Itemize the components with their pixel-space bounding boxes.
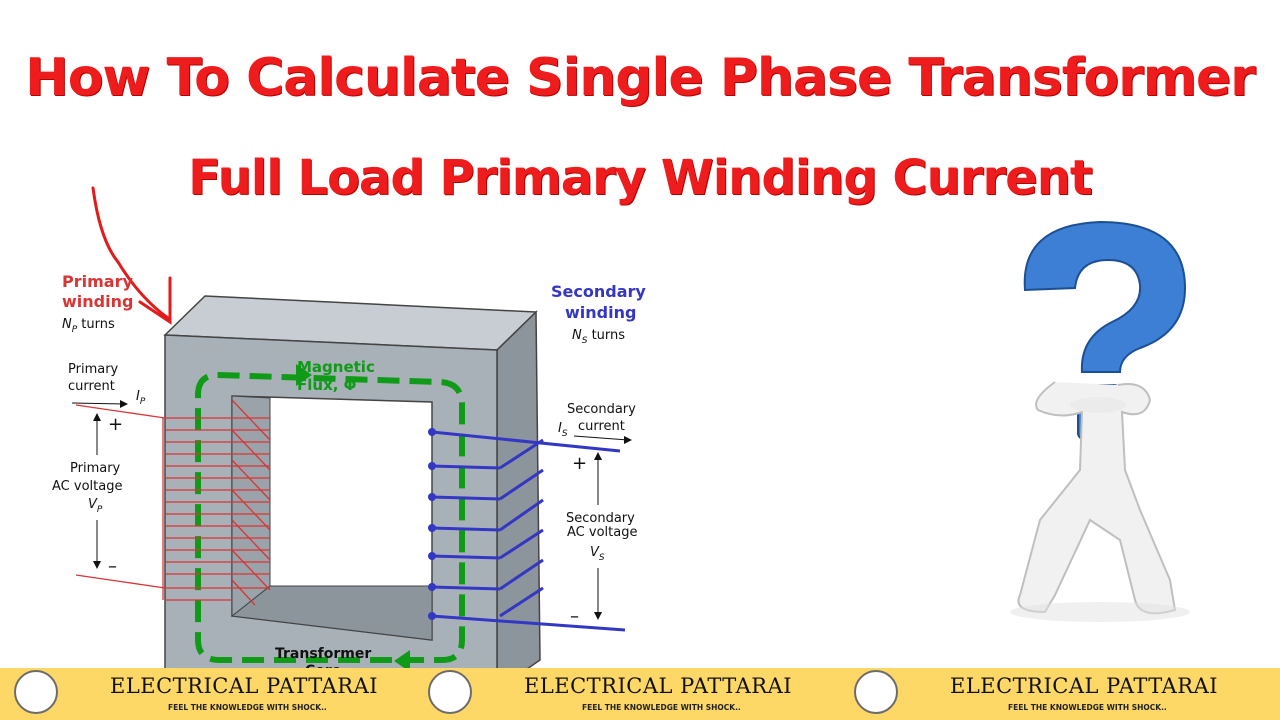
primary-voltage-arrow-icon — [93, 413, 101, 421]
brand-logo-icon — [428, 670, 472, 714]
question-mark-figure — [1010, 220, 1190, 622]
secondary-voltage-arrow-icon — [594, 452, 602, 460]
secondary-current-label: Secondary — [567, 402, 636, 417]
magnetic-flux-path — [195, 371, 465, 663]
red-arrow-annotation — [91, 186, 172, 325]
primary-current-label: current — [68, 379, 115, 394]
stick-figure-icon — [1017, 381, 1177, 615]
primary-turns-label: NP turns — [62, 317, 115, 335]
primary-current-arrow-icon — [120, 400, 128, 408]
secondary-current-arrow-icon — [573, 435, 629, 441]
secondary-turns-label: NS turns — [572, 328, 625, 346]
secondary-plus-sign: + — [572, 453, 587, 474]
primary-voltage-symbol: VP — [88, 497, 103, 515]
secondary-winding-turns — [428, 428, 436, 620]
primary-winding-label: winding — [62, 292, 133, 311]
primary-current-symbol: IP — [136, 389, 146, 407]
secondary-winding-coil — [431, 430, 626, 632]
brand-tagline: FEEL THE KNOWLEDGE WITH SHOCK.. — [582, 703, 741, 712]
secondary-minus-sign: – — [570, 606, 579, 627]
brand-name: ELECTRICAL PATTARAI — [524, 674, 793, 698]
primary-current-label: Primary — [68, 362, 119, 377]
secondary-current-label: current — [578, 419, 625, 434]
brand-tagline: FEEL THE KNOWLEDGE WITH SHOCK.. — [1008, 703, 1167, 712]
secondary-current-arrow-icon — [624, 436, 632, 444]
magnetic-flux-label: Flux, Φ — [297, 376, 356, 394]
secondary-winding-label: Secondary — [551, 282, 646, 301]
secondary-current-symbol: IS — [558, 421, 568, 439]
brand-logo-icon — [14, 670, 58, 714]
brand-name: ELECTRICAL PATTARAI — [950, 674, 1219, 698]
brand-block: ELECTRICAL PATTARAI FEEL THE KNOWLEDGE W… — [0, 668, 420, 720]
flux-arrow-icon — [394, 650, 410, 672]
brand-name: ELECTRICAL PATTARAI — [110, 674, 379, 698]
primary-minus-sign: – — [108, 556, 117, 577]
magnetic-flux-label: Magnetic — [297, 358, 375, 376]
primary-plus-sign: + — [108, 414, 123, 435]
secondary-winding-label: winding — [565, 303, 636, 322]
primary-voltage-label: AC voltage — [52, 479, 122, 494]
transformer-core-label: Transformer — [275, 646, 371, 662]
primary-current-arrow-icon — [71, 402, 126, 405]
title-line-2: Full Load Primary Winding Current — [188, 150, 1093, 206]
primary-voltage-label: Primary — [70, 461, 121, 476]
title-line-1: How To Calculate Single Phase Transforme… — [25, 48, 1256, 108]
brand-footer-bar: ELECTRICAL PATTARAI FEEL THE KNOWLEDGE W… — [0, 668, 1280, 720]
brand-block: ELECTRICAL PATTARAI FEEL THE KNOWLEDGE W… — [840, 668, 1260, 720]
secondary-voltage-label: AC voltage — [567, 525, 637, 540]
transformer-core — [163, 295, 541, 692]
secondary-voltage-arrow-icon — [594, 612, 602, 620]
flux-arrow-icon — [296, 364, 312, 386]
primary-winding-label: Primary — [62, 272, 133, 291]
primary-winding-coil — [75, 399, 271, 606]
secondary-voltage-label: Secondary — [566, 511, 635, 526]
primary-voltage-arrow-icon — [93, 561, 101, 569]
brand-tagline: FEEL THE KNOWLEDGE WITH SHOCK.. — [168, 703, 327, 712]
secondary-voltage-symbol: VS — [590, 545, 605, 563]
question-mark-icon — [1023, 220, 1187, 373]
brand-logo-icon — [854, 670, 898, 714]
brand-block: ELECTRICAL PATTARAI FEEL THE KNOWLEDGE W… — [414, 668, 834, 720]
